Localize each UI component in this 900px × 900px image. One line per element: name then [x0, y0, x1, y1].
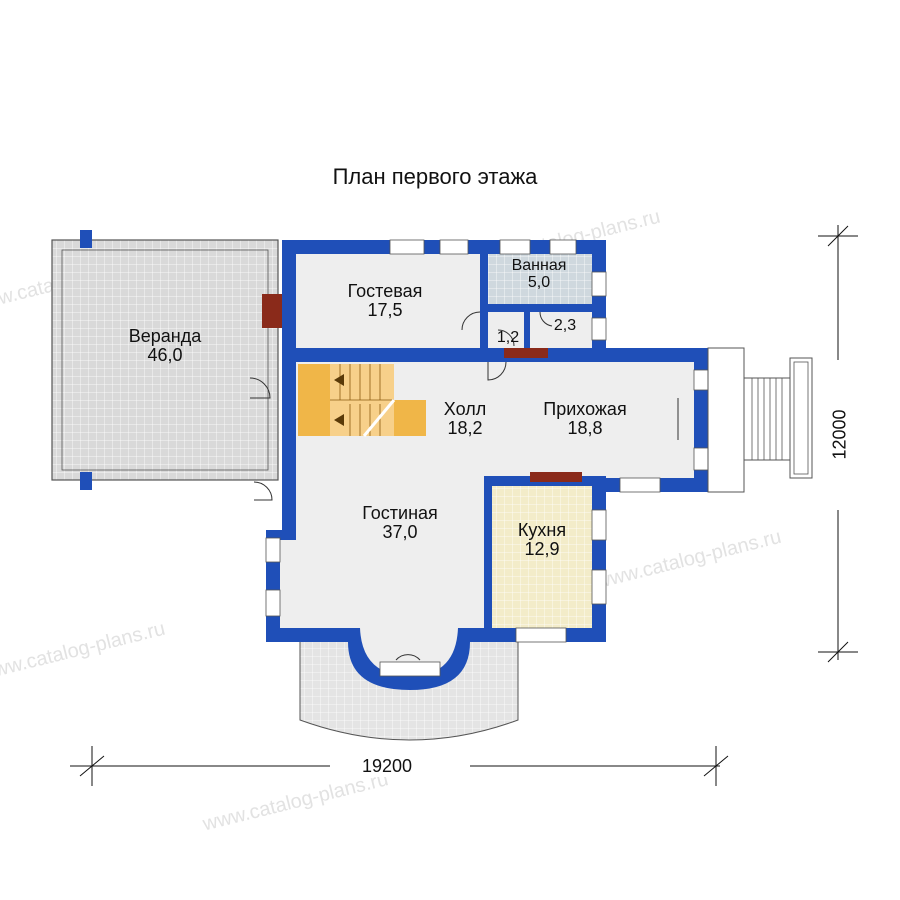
dimension-width-label: 19200	[362, 756, 413, 777]
wc-floor	[486, 312, 524, 348]
guest-room-floor	[296, 254, 480, 348]
room-name: Кухня	[517, 520, 567, 540]
utility-floor	[530, 312, 592, 348]
door	[395, 654, 421, 661]
room-area: 46,0	[147, 344, 183, 365]
window	[549, 239, 577, 255]
room-area: 2,3	[553, 317, 577, 334]
watermark: www.catalog-plans.ru	[0, 618, 167, 686]
veranda-post	[80, 472, 92, 490]
room-label-wc: 1,2	[486, 329, 530, 347]
window	[693, 447, 709, 471]
room-label-kitchen: Кухня 12,9	[492, 521, 592, 559]
room-area: 18,2	[447, 417, 483, 438]
veranda-area	[51, 230, 279, 490]
door	[539, 311, 553, 327]
chimney	[262, 294, 582, 482]
door	[497, 329, 515, 347]
room-name: Веранда	[128, 326, 202, 346]
window	[591, 271, 607, 297]
windows	[265, 239, 709, 677]
entrance-porch	[707, 347, 813, 493]
room-label-utility: 2,3	[540, 317, 590, 335]
room-area: 1,2	[496, 329, 520, 346]
window	[591, 317, 607, 341]
window	[499, 239, 531, 255]
plan-title: План первого этажа	[332, 164, 538, 189]
room-label-veranda: Веранда 46,0	[100, 327, 230, 365]
room-name: Холл	[443, 399, 487, 419]
window	[515, 627, 567, 643]
window	[619, 477, 661, 493]
window	[379, 661, 441, 677]
room-label-entry: Прихожая 18,8	[510, 400, 660, 438]
window	[439, 239, 469, 255]
dimension-height-label: 12000	[829, 409, 851, 460]
room-area: 18,8	[567, 417, 603, 438]
dimension-lines	[70, 225, 858, 786]
room-area: 37,0	[382, 521, 418, 542]
veranda-post	[80, 230, 92, 248]
window	[591, 569, 607, 605]
window	[591, 509, 607, 541]
room-name: Гостиная	[362, 503, 438, 523]
room-label-living: Гостиная 37,0	[330, 504, 470, 542]
door	[487, 361, 507, 381]
door	[253, 481, 273, 501]
watermark: www.catalog-plans.ru	[593, 526, 784, 594]
room-name: Прихожая	[543, 399, 627, 419]
room-area: 17,5	[367, 299, 403, 320]
room-label-bath: Ванная 5,0	[486, 257, 592, 292]
staircase	[298, 364, 426, 437]
door	[249, 377, 271, 399]
room-label-hall: Холл 18,2	[420, 400, 510, 438]
room-label-guest: Гостевая 17,5	[320, 282, 450, 320]
room-area: 5,0	[527, 273, 551, 291]
room-name: Гостевая	[347, 281, 423, 301]
bath-floor	[486, 254, 592, 304]
watermark: www.catalog-plans.ru	[200, 768, 391, 836]
window	[389, 239, 425, 255]
room-area: 12,9	[524, 538, 560, 559]
room-name: Ванная	[511, 257, 567, 274]
window	[693, 369, 709, 391]
kitchen-floor	[492, 484, 592, 628]
door	[461, 311, 481, 331]
window	[265, 589, 281, 617]
window	[265, 537, 281, 563]
